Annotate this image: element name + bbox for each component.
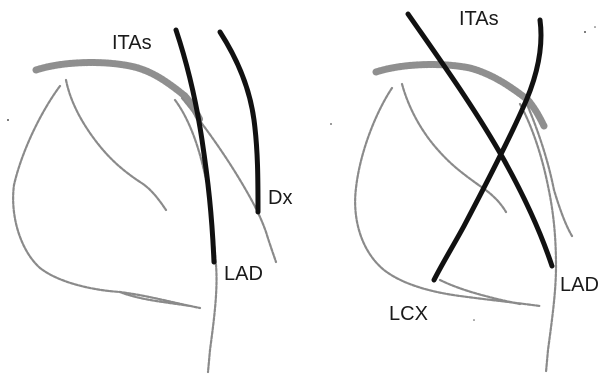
left-ita-graft-dx	[220, 32, 258, 212]
left-aortic-band	[36, 63, 200, 120]
right-lcx-label: LCX	[389, 303, 428, 325]
left-panel: ITAs Dx LAD	[13, 30, 292, 372]
left-ita-graft-lad	[176, 30, 214, 262]
right-itas-label: ITAs	[459, 8, 499, 30]
right-ita-graft-lcx	[434, 20, 541, 280]
right-lad-label: LAD	[560, 274, 599, 296]
right-inner-branch	[402, 84, 506, 212]
right-lcx-vessel	[440, 280, 520, 304]
left-dx-label: Dx	[268, 187, 292, 209]
right-panel: ITAs LAD LCX	[355, 8, 599, 372]
right-lad-vessel	[520, 104, 556, 372]
right-heart-outline	[355, 88, 540, 306]
left-inner-branch	[66, 80, 166, 210]
left-itas-label: ITAs	[112, 32, 152, 54]
left-lad-label: LAD	[224, 263, 263, 285]
left-dx-vessel	[182, 98, 276, 262]
left-heart-outline	[13, 86, 200, 308]
scan-specks	[7, 26, 596, 321]
